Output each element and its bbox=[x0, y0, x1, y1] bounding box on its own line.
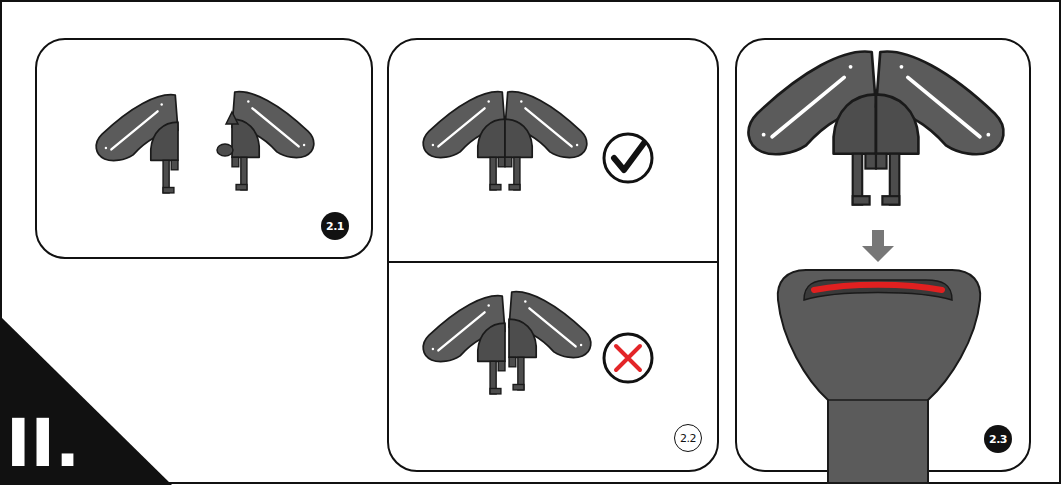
badge-triangle bbox=[0, 316, 172, 485]
step-panel: 2.3 bbox=[735, 38, 1031, 472]
socket-rim bbox=[804, 280, 952, 300]
headrest-assembled bbox=[423, 92, 587, 190]
panel-divider bbox=[388, 261, 717, 263]
cross-mark bbox=[616, 346, 640, 370]
cross-symbol bbox=[604, 334, 652, 382]
headrest-misaligned bbox=[423, 296, 505, 394]
headrest-right-half bbox=[232, 92, 314, 190]
post-seam bbox=[828, 399, 928, 401]
socket-band bbox=[814, 285, 942, 290]
headrest-left-half bbox=[96, 95, 178, 193]
headrest-post bbox=[778, 270, 981, 483]
peg bbox=[217, 144, 233, 156]
callout-number: 2.3 bbox=[984, 425, 1012, 453]
callout-number: 2.1 bbox=[321, 212, 349, 240]
section-number: II. bbox=[6, 411, 80, 477]
down-arrow bbox=[862, 230, 894, 262]
headrest-assembled bbox=[748, 52, 1003, 205]
step-panel: 2.1 bbox=[35, 38, 373, 259]
peg bbox=[226, 112, 238, 124]
section-badge: II. bbox=[0, 316, 172, 485]
callout-number: 2.2 bbox=[674, 424, 702, 452]
check-symbol bbox=[604, 134, 652, 182]
headrest-misaligned bbox=[509, 292, 591, 390]
check-mark bbox=[614, 143, 644, 170]
step-panel: 2.2 bbox=[387, 38, 719, 472]
